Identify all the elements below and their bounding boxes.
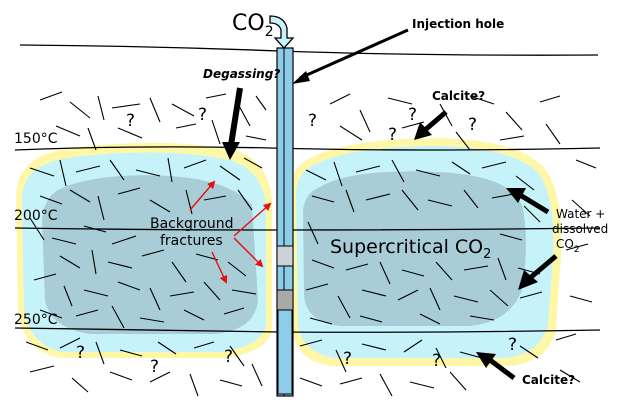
question-mark: ? <box>76 343 85 363</box>
question-mark: ? <box>224 347 233 367</box>
question-mark: ? <box>508 335 517 355</box>
temp-150-label: 150°C <box>14 131 58 147</box>
question-mark: ? <box>198 105 207 125</box>
water-dissolved-label-line2: dissolved <box>552 222 608 236</box>
well-packer-upper <box>276 245 294 267</box>
calcite-bottom-label: Calcite? <box>522 373 575 387</box>
fracture-pointer-arrows <box>189 180 272 284</box>
calcite-bottom-arrow-icon <box>476 352 516 380</box>
well-open-section <box>277 309 293 395</box>
question-mark: ? <box>388 125 397 145</box>
temp-250-label: 250°C <box>14 312 58 328</box>
calcite-top-label: Calcite? <box>432 89 485 103</box>
question-mark: ? <box>150 357 159 377</box>
diagram-labels: Injection hole Degassing? Calcite? Calci… <box>14 17 608 387</box>
question-mark: ? <box>126 111 135 131</box>
question-mark: ? <box>408 105 417 125</box>
injection-well <box>276 47 294 397</box>
injection-hole-arrow-icon <box>292 28 409 84</box>
question-marks: ? ? ? ? ? ? ? ? ? ? ? ? <box>76 105 517 377</box>
question-mark: ? <box>308 111 317 131</box>
co2-label: CO2 <box>232 11 274 40</box>
degassing-label: Degassing? <box>203 67 280 81</box>
well-packer-lower <box>276 289 294 311</box>
injection-hole-label: Injection hole <box>412 17 504 31</box>
water-arrow-lower-icon <box>518 254 558 290</box>
temp-200-label: 200°C <box>14 208 58 224</box>
background-fractures-label-line1: Background <box>150 216 234 232</box>
question-mark: ? <box>468 115 477 135</box>
right-reservoir-zone <box>290 138 562 366</box>
water-dissolved-label-line3: CO2 <box>556 237 580 255</box>
calcite-top-arrow-icon <box>414 110 448 140</box>
background-fractures <box>25 91 597 397</box>
co2-flow-arrow-icon <box>269 15 295 49</box>
right-supercritical-core <box>303 171 526 326</box>
ground-surface-line <box>19 44 599 56</box>
question-mark: ? <box>432 351 441 371</box>
supercritical-co2-label: Supercritical CO2 <box>330 236 491 262</box>
pointer-arrows <box>222 28 558 380</box>
left-supercritical-core <box>42 175 258 334</box>
water-dissolved-label-line1: Water + <box>556 207 605 221</box>
degassing-arrow-icon <box>222 87 243 160</box>
water-arrow-upper-icon <box>506 188 550 215</box>
co2-input: CO2 <box>232 11 295 49</box>
question-mark: ? <box>343 349 352 369</box>
background-fractures-label-line2: fractures <box>160 233 223 249</box>
